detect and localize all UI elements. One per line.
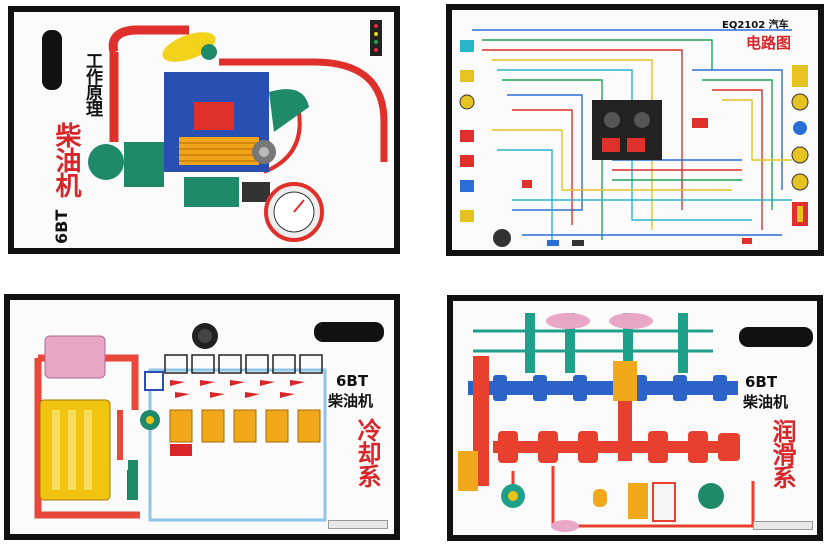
spec-plate [753,521,813,530]
cooling-system-diagram [34,323,327,522]
board-panel: 6BT 柴油机 润滑系 [453,301,817,535]
board-title-model: EQ2102 汽车 [722,20,789,31]
wiring-diagram [459,29,809,247]
board-title-engine: 柴油机 [743,393,789,411]
board-title-system: 润滑系 [768,419,796,488]
nameplate-badge [314,322,384,342]
spec-plate [328,520,388,529]
board-panel: 6BT 柴油机 冷却系 [10,300,394,534]
nameplate-badge [42,30,62,90]
board-title-main: 电路图 [746,34,792,52]
nameplate-badge [739,327,813,347]
board-subtitle: 工作原理 [82,52,102,116]
cooling-system-board: 6BT 柴油机 冷却系 [4,294,400,540]
board-title-system: 冷却系 [353,418,381,487]
engine-cutaway-illustration [88,20,388,242]
diesel-principle-board: 工作原理 柴油机 6BT [8,6,400,254]
board-title-model: 6BT [745,373,778,391]
board-title-engine: 柴油机 [328,392,374,410]
board-title-engine: 柴油机 [51,122,81,197]
lubrication-system-diagram [458,313,755,532]
board-panel: EQ2102 汽车 电路图 [452,10,818,250]
circuit-diagram-board: EQ2102 汽车 电路图 [446,4,824,256]
board-panel: 工作原理 柴油机 6BT [14,12,394,248]
board-title-model: 6BT [336,372,369,390]
board-title-model: 6BT [52,209,71,244]
lubrication-system-board: 6BT 柴油机 润滑系 [447,295,823,541]
